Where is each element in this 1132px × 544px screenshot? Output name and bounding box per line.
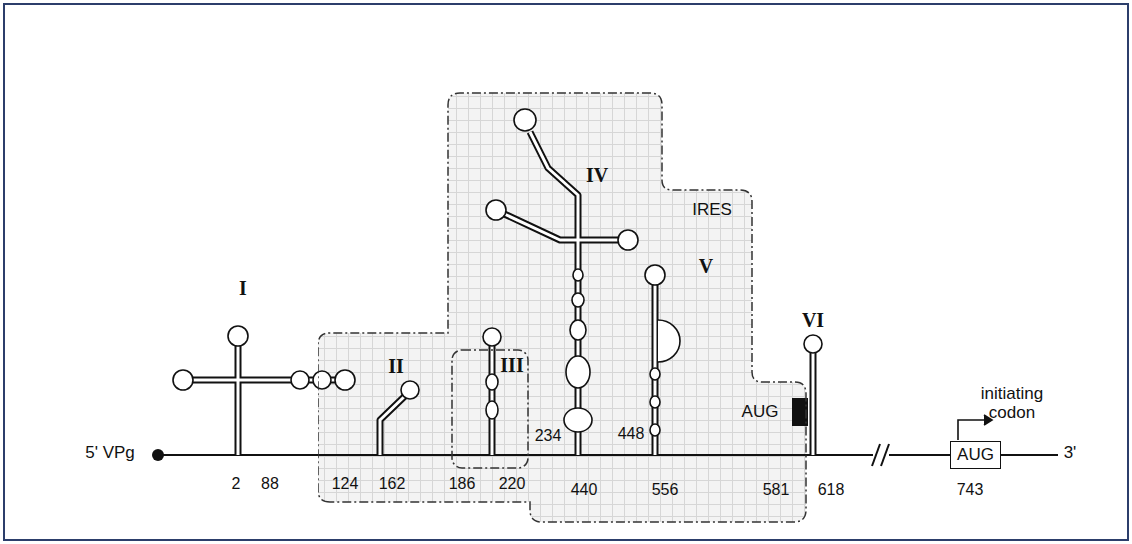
baseline — [160, 444, 1058, 466]
region-title: IRES — [692, 201, 732, 220]
nucleotide-position: 124 — [332, 475, 359, 493]
ires-region-fill — [318, 93, 806, 522]
nucleotide-position: 220 — [499, 475, 526, 493]
stem-inner — [185, 132, 813, 455]
nucleotide-position: 743 — [957, 481, 984, 499]
codon-label: AUG — [742, 403, 779, 422]
stem-loop-number: I — [239, 277, 247, 299]
stem-outline — [185, 132, 813, 455]
nucleotide-position: 162 — [379, 475, 406, 493]
ires-outline — [318, 90, 810, 526]
stem-loop-number: V — [699, 255, 713, 277]
ires-region: IRES — [318, 90, 810, 526]
nucleotide-position: 88 — [261, 475, 279, 493]
codon-text: AUG — [957, 445, 994, 465]
nucleotide-position: 581 — [763, 481, 790, 499]
stem-loop-number: II — [388, 355, 404, 377]
nucleotide-position: 556 — [652, 481, 679, 499]
nucleotide-position: 448 — [618, 425, 645, 443]
nucleotide-position: 234 — [535, 427, 562, 445]
stem-loop-number: IV — [586, 164, 608, 186]
nucleotide-position: 618 — [818, 481, 845, 499]
codon-caption: initiating codon — [966, 385, 1058, 422]
loops — [173, 109, 822, 436]
start-arrow — [958, 415, 992, 440]
stem-loop-number: III — [500, 354, 523, 376]
stem-loop-number: VI — [802, 309, 824, 331]
nucleotide-position: 440 — [571, 481, 598, 499]
codon-box: AUG — [950, 441, 1001, 469]
end-label: 5' VPg — [85, 444, 135, 463]
nucleotide-position: 186 — [449, 475, 476, 493]
vpg-dot — [152, 449, 164, 461]
nucleotide-position: 2 — [232, 475, 241, 493]
end-label: 3' — [1064, 444, 1077, 463]
frame — [4, 4, 1128, 540]
